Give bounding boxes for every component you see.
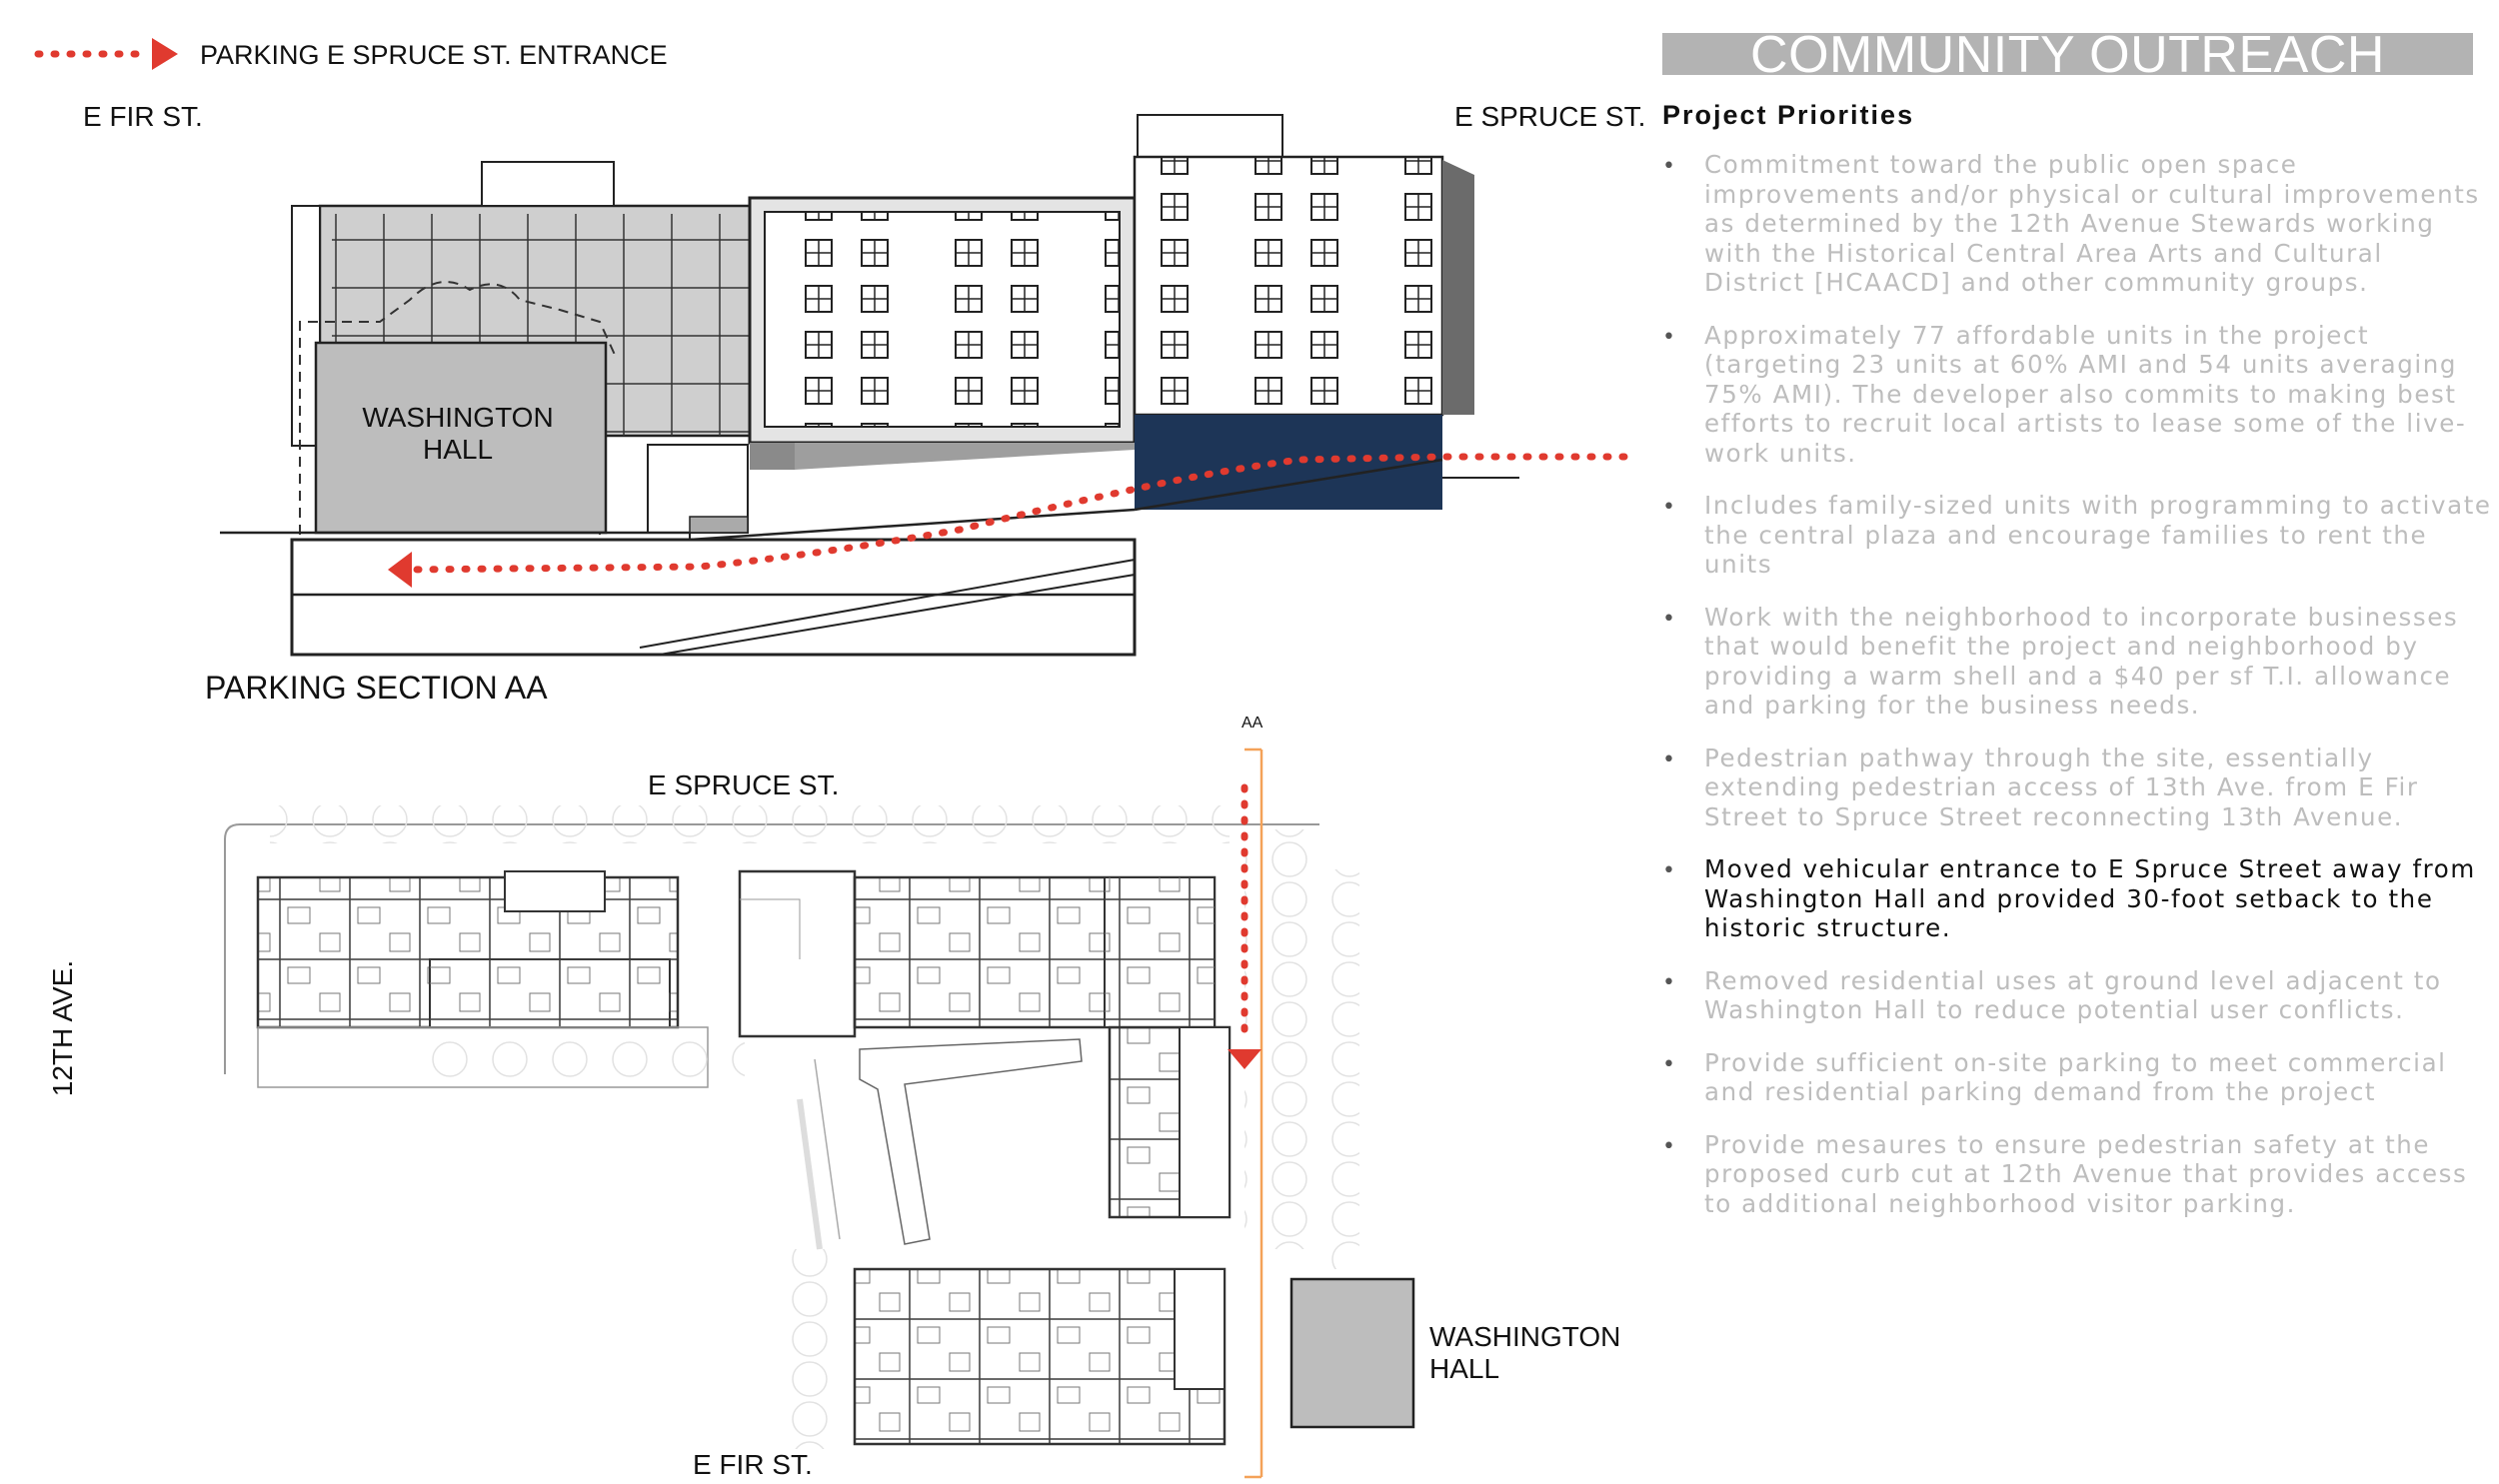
section-street-right: E SPRUCE ST.	[1454, 101, 1646, 132]
plan-street-left: 12TH AVE.	[47, 959, 79, 1097]
plan-street-top: E SPRUCE ST.	[648, 769, 840, 800]
priority-item: Commitment toward the public open space …	[1662, 150, 2492, 298]
legend-label: PARKING E SPRUCE ST. ENTRANCE	[200, 40, 668, 70]
section-building-label: WASHINGTON HALL	[358, 402, 558, 466]
priority-item: Provide mesaures to ensure pedestrian sa…	[1662, 1130, 2492, 1219]
priority-item: Pedestrian pathway through the site, ess…	[1662, 743, 2492, 832]
priority-item: Includes family-sized units with program…	[1662, 491, 2492, 580]
plan-building-line-1: WASHINGTON	[1429, 1321, 1621, 1352]
title-bar: COMMUNITY OUTREACH	[1662, 27, 2473, 83]
priorities-list: Commitment toward the public open space …	[1662, 150, 2492, 1241]
drawings-canvas	[34, 38, 1628, 1479]
section-subtitle: Project Priorities	[1662, 100, 1915, 130]
priority-item: Approximately 77 affordable units in the…	[1662, 321, 2492, 469]
section-caption: PARKING SECTION AA	[205, 670, 548, 706]
priority-item: Provide sufficient on-site parking to me…	[1662, 1048, 2492, 1107]
priority-item: Work with the neighborhood to incorporat…	[1662, 603, 2492, 721]
priority-item-active: Moved vehicular entrance to E Spruce Str…	[1662, 854, 2492, 943]
section-marker-label: AA	[1242, 715, 1263, 732]
section-drawing	[220, 114, 1628, 657]
plan-washington-hall-label: WASHINGTON HALL	[1429, 1321, 1620, 1385]
plan-street-bottom: E FIR ST.	[693, 1449, 813, 1480]
legend-arrow-icon	[34, 38, 178, 70]
section-street-left: E FIR ST.	[83, 101, 203, 132]
building-label-line-2: HALL	[422, 434, 494, 465]
priority-item: Removed residential uses at ground level…	[1662, 966, 2492, 1025]
page-title: COMMUNITY OUTREACH	[1750, 26, 2385, 84]
site-plan	[224, 747, 1415, 1479]
plan-building-line-2: HALL	[1429, 1353, 1500, 1384]
building-label-line-1: WASHINGTON	[362, 402, 554, 433]
